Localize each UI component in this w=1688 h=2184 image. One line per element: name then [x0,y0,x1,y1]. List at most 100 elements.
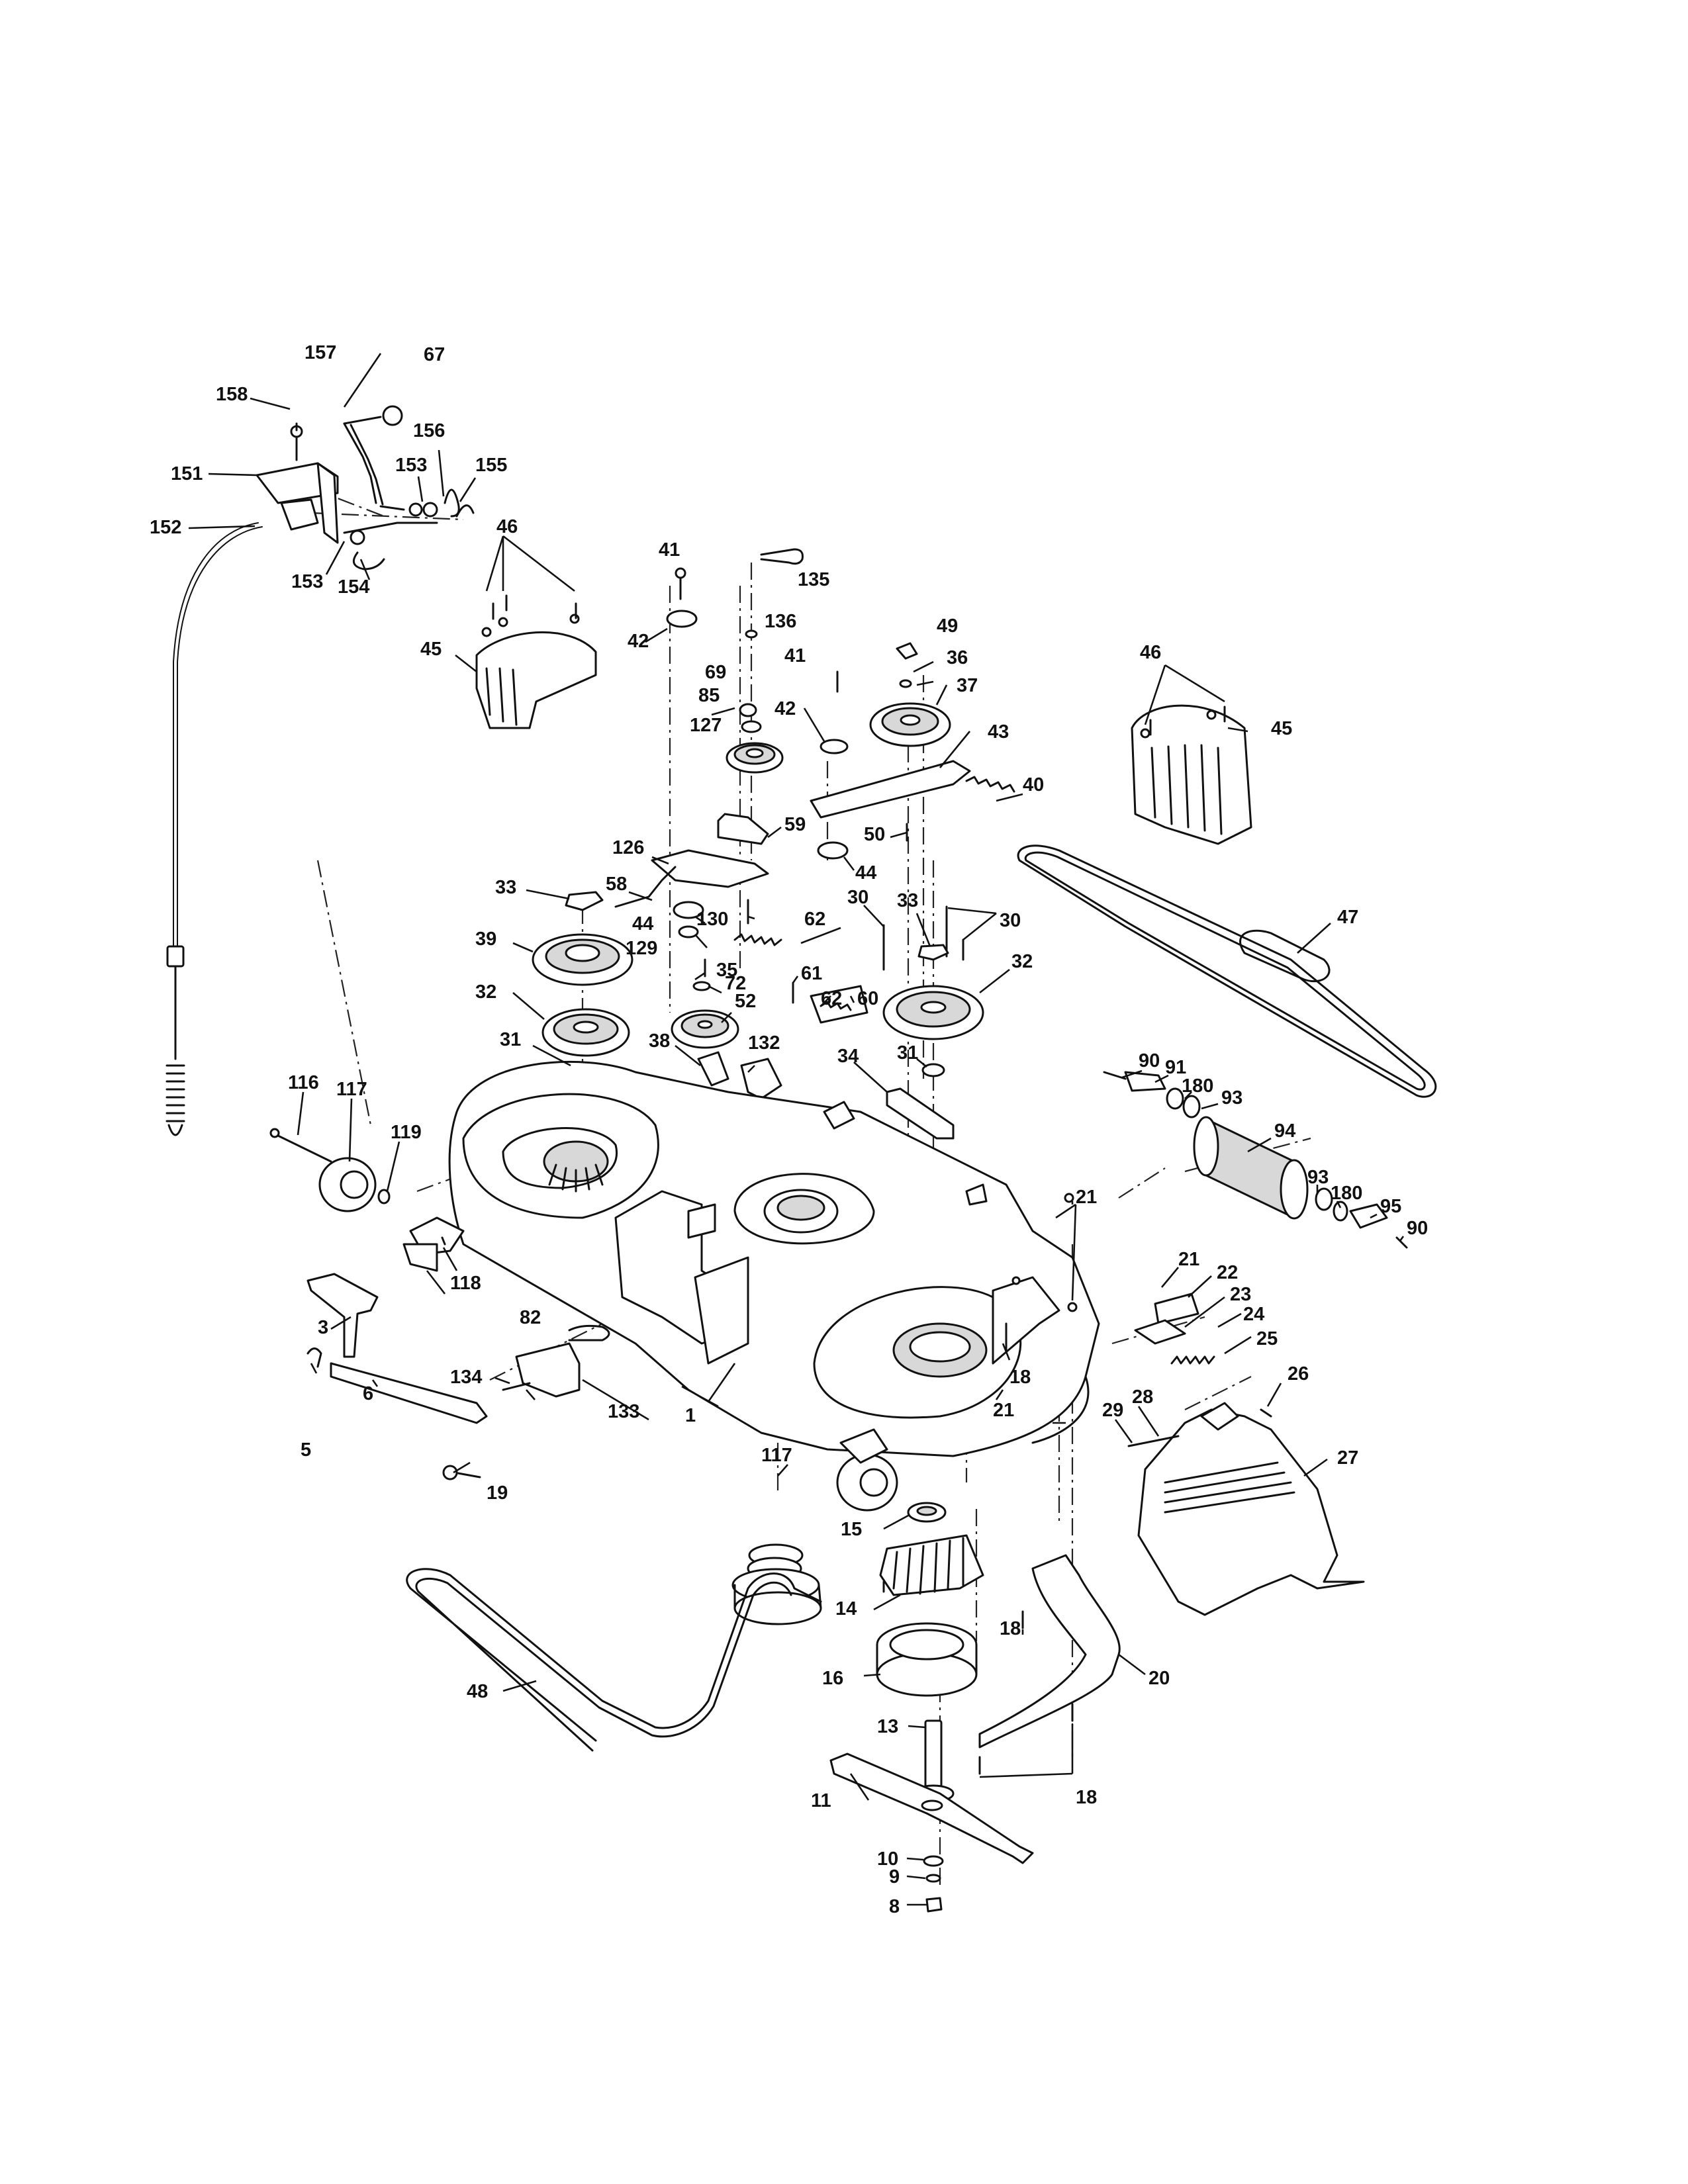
bracket-34 [886,1087,955,1140]
label-91: 91 [1165,1057,1186,1078]
label-47: 47 [1337,907,1358,928]
label-16: 16 [822,1668,843,1689]
label-72: 72 [725,973,746,994]
label-27: 27 [1337,1447,1358,1469]
belt-cover-right [1131,704,1252,845]
label-28: 28 [1132,1387,1153,1408]
label-67: 67 [424,344,445,365]
label-42b: 42 [774,698,796,719]
label-135: 135 [798,569,829,590]
label-31a: 31 [500,1029,521,1050]
label-90b: 90 [1407,1218,1428,1239]
label-45a: 45 [420,639,442,660]
label-42a: 42 [628,631,649,652]
label-60: 60 [857,988,878,1009]
deck-belt-47 [1017,844,1437,1098]
label-82: 82 [520,1307,541,1328]
label-134: 134 [450,1367,482,1388]
label-62a: 62 [804,909,825,930]
label-21a: 21 [1076,1187,1097,1208]
label-11: 11 [811,1790,831,1811]
label-44a: 44 [855,862,876,884]
label-180b: 180 [1331,1183,1362,1204]
idler-arm-assembly [810,642,1015,860]
label-3: 3 [318,1317,328,1338]
label-15: 15 [841,1519,862,1540]
label-46a: 46 [496,516,518,537]
right-spindle-pulley [882,905,984,1140]
label-40: 40 [1023,774,1044,796]
blade-spindle-stack [829,1502,1034,1913]
label-34: 34 [837,1046,859,1067]
deck-housing [402,1060,1100,1457]
hardware-bolts [295,422,1226,1775]
label-129: 129 [626,938,657,959]
spindle-housing-14 [879,1534,984,1596]
center-pulley-stack [532,548,868,1100]
label-50: 50 [864,824,885,845]
label-39: 39 [475,929,496,950]
label-136: 136 [765,611,796,632]
gauge-wheel-right [836,1428,898,1512]
label-126: 126 [612,837,644,858]
label-25: 25 [1256,1328,1278,1349]
gauge-wheel-left [269,1128,391,1212]
label-45b: 45 [1271,718,1292,739]
hanger-brackets [306,1273,610,1480]
leader-lines [188,353,1405,1906]
label-46b: 46 [1140,642,1161,663]
chute-spring [1170,1355,1215,1365]
drive-belt-48 [406,1568,822,1752]
label-59: 59 [784,814,806,835]
label-18b: 18 [1000,1618,1021,1639]
label-29: 29 [1102,1400,1123,1421]
label-93a: 93 [1221,1087,1243,1109]
label-116: 116 [288,1072,319,1093]
label-130: 130 [696,909,728,930]
idler-spring [965,776,1015,793]
label-35: 35 [716,960,737,981]
cable-spring [165,1064,185,1122]
label-5: 5 [301,1439,311,1461]
label-52: 52 [735,991,756,1012]
label-157: 157 [305,342,336,363]
label-32b: 32 [1011,951,1033,972]
label-23: 23 [1230,1284,1251,1305]
label-21b: 21 [1178,1249,1199,1270]
label-44b: 44 [632,913,653,934]
label-119: 119 [391,1122,422,1143]
label-127: 127 [690,715,722,736]
lift-lever-assembly [256,405,475,570]
label-32a: 32 [475,981,496,1003]
label-156: 156 [413,420,445,441]
spindle-shaft-13 [924,1719,943,1788]
label-117a: 117 [336,1079,367,1100]
label-24: 24 [1243,1304,1264,1325]
label-118: 118 [450,1273,481,1294]
label-10: 10 [877,1848,898,1870]
label-14: 14 [835,1598,857,1619]
label-36: 36 [947,647,968,668]
label-20: 20 [1149,1668,1170,1689]
lever-bracket-top [256,462,339,504]
label-33a: 33 [495,877,516,898]
label-13: 13 [877,1716,898,1737]
label-21c: 21 [993,1400,1014,1421]
label-95: 95 [1380,1196,1401,1217]
anti-scalp-roller [1103,1071,1408,1249]
gauge-wheel-117-lower [731,1543,822,1625]
label-133: 133 [608,1401,639,1422]
label-117b: 117 [761,1445,792,1466]
label-158: 158 [216,384,248,405]
label-155: 155 [475,455,507,476]
label-49: 49 [937,615,958,637]
hairpin-clip [444,488,460,518]
label-61: 61 [801,963,822,984]
label-18a: 18 [1009,1367,1031,1388]
label-18c: 18 [1076,1787,1097,1808]
label-69: 69 [705,662,726,683]
baffle-20 [978,1554,1121,1749]
label-41a: 41 [659,539,680,561]
label-9: 9 [889,1866,900,1888]
